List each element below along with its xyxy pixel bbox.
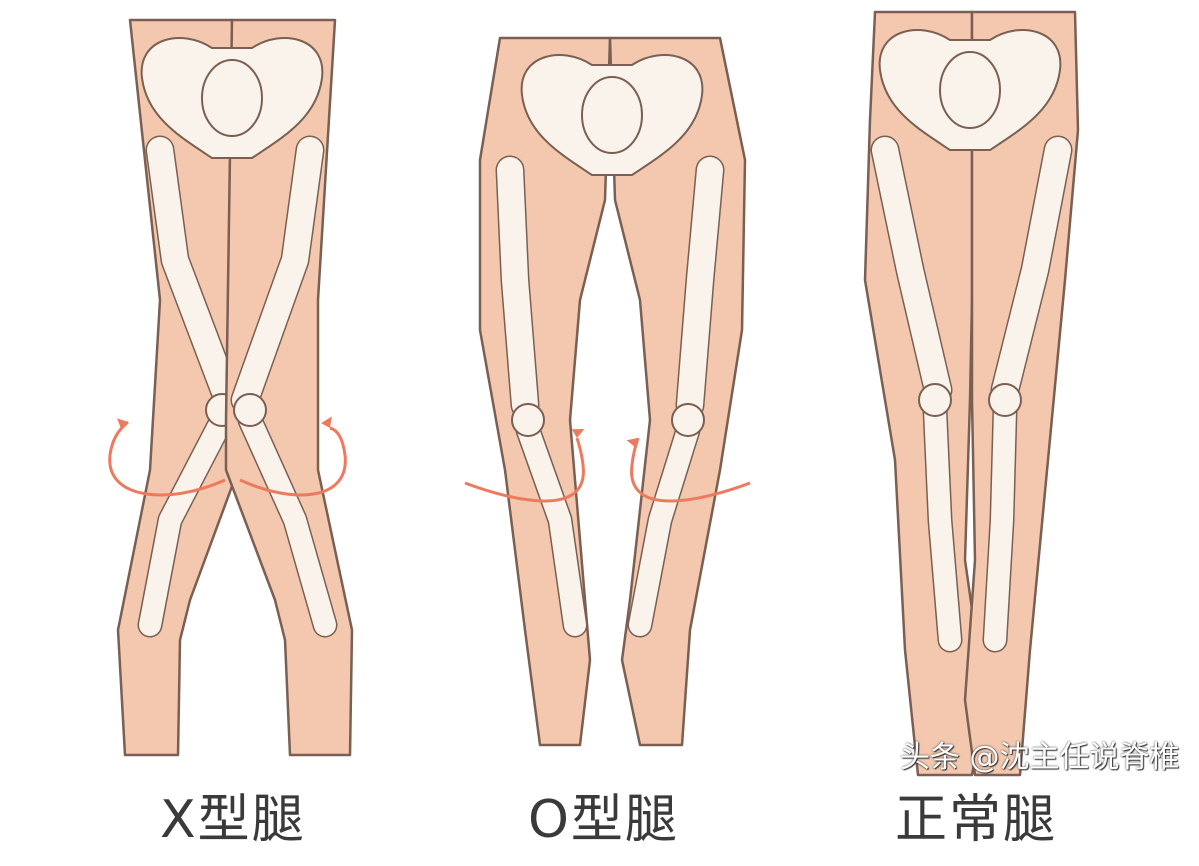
pelvis [878,29,1062,151]
arrowhead-icon [321,416,332,428]
x-legs-label: X型腿 [160,790,306,850]
left-tibia [139,409,233,636]
rotation-arrow [108,420,226,497]
watermark: 头条 @沈主任说脊椎 [900,740,1180,775]
right-kneecap [988,383,1022,417]
x-legs-figure [108,18,354,757]
o-legs-label: O型腿 [528,790,679,850]
left-tibia [517,419,586,636]
right-femur [677,157,723,418]
right-kneecap [233,393,267,427]
arrowhead-icon [116,418,128,430]
left-femur [497,157,538,418]
pelvis [520,54,704,176]
normal-legs-figure [863,10,1080,777]
sacrum [939,51,1001,129]
sacrum [581,76,643,154]
left-femur [147,137,241,413]
sacrum [201,59,263,137]
pelvis [140,37,324,159]
rotation-arrow [464,437,585,503]
right-tibia [239,409,336,636]
normal-legs-label: 正常腿 [895,790,1058,850]
left-femur [872,137,951,403]
right-femur [232,137,323,413]
o-legs-figure [464,36,751,747]
rotation-arrow [239,426,347,497]
rotation-arrow [630,437,751,503]
right-femur [992,137,1071,403]
right-tibia [629,419,699,636]
right-tibia [984,399,1016,651]
left-kneecap [511,403,545,437]
left-tibia [924,399,961,651]
arrowhead-icon [571,428,585,438]
left-kneecap [918,383,952,417]
arrowhead-icon [626,438,638,449]
right-kneecap [671,403,705,437]
